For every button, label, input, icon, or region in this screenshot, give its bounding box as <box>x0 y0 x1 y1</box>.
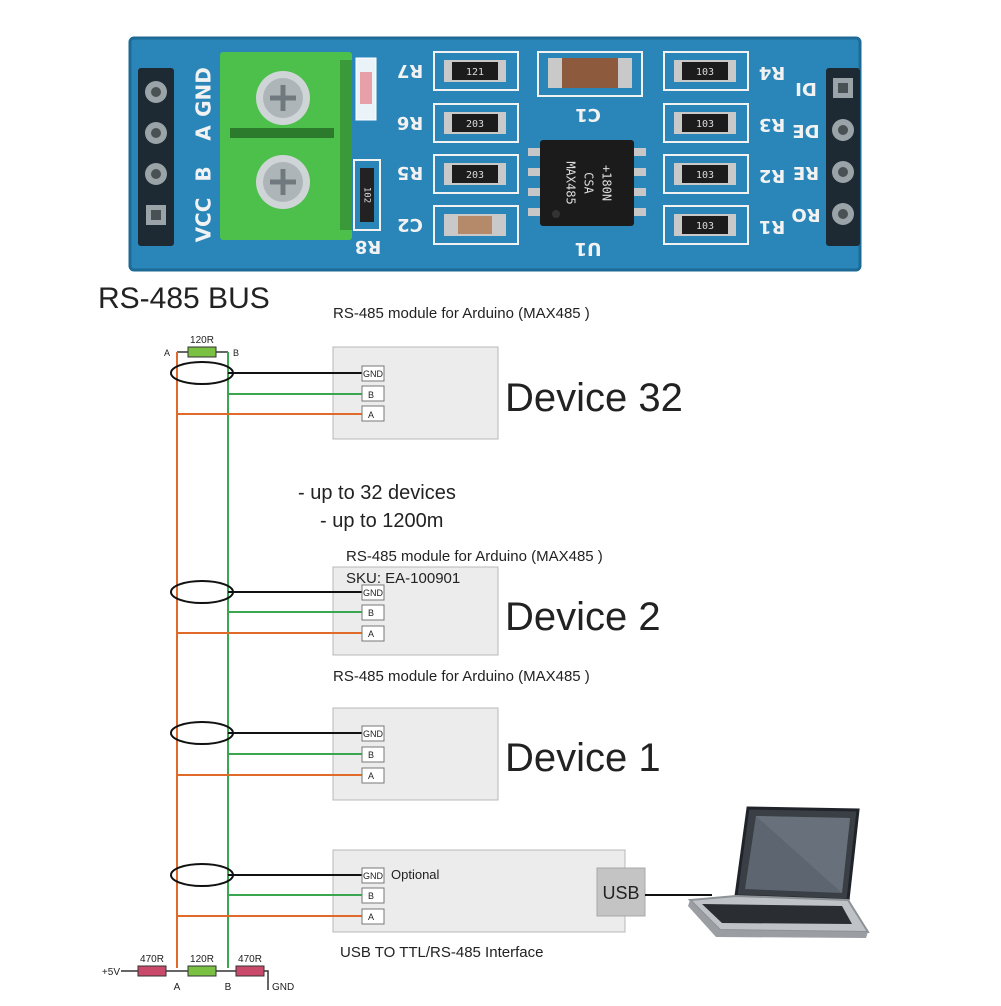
board-label-c2: C2 <box>397 214 423 235</box>
device-1-name: Device 1 <box>505 736 661 780</box>
bias-resistor-right-label: 470R <box>238 954 262 965</box>
board-label-r5: R5 <box>397 162 423 183</box>
gnd-label-bottom: GND <box>272 982 294 993</box>
usb-port <box>596 867 646 917</box>
board-label-de: DE <box>792 120 819 141</box>
chip-marking-line1: MAX485 <box>564 161 578 204</box>
cable-shield-ring <box>170 361 234 385</box>
pin-label-b: B <box>368 750 374 760</box>
smd-r4: 103 <box>663 51 749 91</box>
board-label-r8: R8 <box>355 236 381 257</box>
board-label-r3: R3 <box>759 114 785 135</box>
usb-label: USB <box>602 883 639 903</box>
resistor-code-r4: 103 <box>696 67 714 78</box>
pin-label-a: A <box>368 629 374 639</box>
board-label-b: B <box>192 166 216 181</box>
smd-c1 <box>537 51 643 97</box>
optional-label: Optional <box>391 867 440 882</box>
board-label-a: A <box>192 125 216 141</box>
usb-interface: GND B A Optional USB USB TO TTL/RS-485 I… <box>170 849 712 961</box>
bus-label-b-bottom: B <box>225 982 232 993</box>
pin-label-b: B <box>368 891 374 901</box>
smd-c2 <box>433 205 519 245</box>
smd-r7: 121 <box>433 51 519 91</box>
board-label-ro: RO <box>791 204 820 225</box>
screw-terminal <box>220 52 352 240</box>
device-2: RS-485 module for Arduino (MAX485 ) SKU:… <box>170 548 661 656</box>
board-label-re: RE <box>793 162 819 183</box>
pin-label-gnd: GND <box>363 588 384 598</box>
resistor-code-r3: 103 <box>696 119 714 130</box>
board-label-r4: R4 <box>759 62 785 83</box>
top-termination: 120R A B <box>164 335 239 358</box>
board-label-r6: R6 <box>397 112 423 133</box>
smd-r3: 103 <box>663 103 749 143</box>
laptop-icon <box>687 806 870 938</box>
board-label-r7: R7 <box>397 60 423 81</box>
cable-shield-ring <box>170 580 234 604</box>
resistor-code-r6: 203 <box>466 119 484 130</box>
device-32: RS-485 module for Arduino (MAX485 ) GND … <box>170 305 683 440</box>
right-pin-header <box>826 68 860 246</box>
device-32-name: Device 32 <box>505 376 683 420</box>
note-device-count: - up to 32 devices <box>298 482 456 504</box>
smd-r6: 203 <box>433 103 519 143</box>
chip-marking-line3: +180N <box>600 165 614 201</box>
note-cable-length: - up to 1200m <box>320 510 443 532</box>
usb-interface-caption: USB TO TTL/RS-485 Interface <box>340 944 543 961</box>
pin-label-gnd: GND <box>363 729 384 739</box>
board-label-r1: R1 <box>759 216 785 237</box>
chip-marking-line2: CSA <box>582 172 596 194</box>
diagram-title: RS-485 BUS <box>98 282 270 315</box>
pin-label-b: B <box>368 608 374 618</box>
board-label-vcc: VCC <box>192 198 216 243</box>
bias-resistor-left <box>137 965 167 977</box>
left-pin-header <box>138 68 174 246</box>
bottom-bias-network: +5V 470R 120R 470R A B GND <box>102 954 294 993</box>
smd-r1: 103 <box>663 205 749 245</box>
pin-label-gnd: GND <box>363 871 384 881</box>
board-label-u1: U1 <box>574 238 601 259</box>
board-label-c1: C1 <box>575 104 601 125</box>
device-1-caption: RS-485 module for Arduino (MAX485 ) <box>333 668 590 685</box>
bias-resistor-right <box>235 965 265 977</box>
resistor-code-r2: 103 <box>696 170 714 181</box>
pin-label-gnd: GND <box>363 369 384 379</box>
resistor-code-r8: 102 <box>362 187 372 203</box>
resistor-code-r5: 203 <box>466 170 484 181</box>
pin-label-b: B <box>368 390 374 400</box>
vplus-label: +5V <box>102 967 120 978</box>
bias-resistor-left-label: 470R <box>140 954 164 965</box>
pin-label-a: A <box>368 912 374 922</box>
board-label-r2: R2 <box>759 165 785 186</box>
resistor-code-r7: 121 <box>466 67 484 78</box>
rs485-module-board: GND A B VCC 102 R8 R7 R6 R5 C2 <box>128 36 862 272</box>
resistor-code-r1: 103 <box>696 221 714 232</box>
smd-r5: 203 <box>433 154 519 194</box>
board-label-di: DI <box>795 78 817 99</box>
device-2-caption: RS-485 module for Arduino (MAX485 ) <box>346 548 603 565</box>
top-resistor-label: 120R <box>190 335 214 346</box>
device-32-caption: RS-485 module for Arduino (MAX485 ) <box>333 305 590 322</box>
smd-r2: 103 <box>663 154 749 194</box>
device-1: RS-485 module for Arduino (MAX485 ) GND … <box>170 668 661 801</box>
bus-label-a-bottom: A <box>174 982 181 993</box>
bus-label-b-top: B <box>233 348 239 358</box>
max485-chip: MAX485 CSA +180N <box>528 140 646 226</box>
cable-shield-ring <box>170 863 234 887</box>
bus-label-a-top: A <box>164 348 170 358</box>
pin-label-a: A <box>368 410 374 420</box>
board-label-gnd: GND <box>192 67 216 117</box>
cable-shield-ring <box>170 721 234 745</box>
pin-label-a: A <box>368 771 374 781</box>
termination-resistor-bottom <box>187 965 217 977</box>
termination-resistor-top <box>187 346 217 358</box>
termination-resistor-bottom-label: 120R <box>190 954 214 965</box>
device-2-sku: SKU: EA-100901 <box>346 570 460 587</box>
device-2-name: Device 2 <box>505 595 661 639</box>
